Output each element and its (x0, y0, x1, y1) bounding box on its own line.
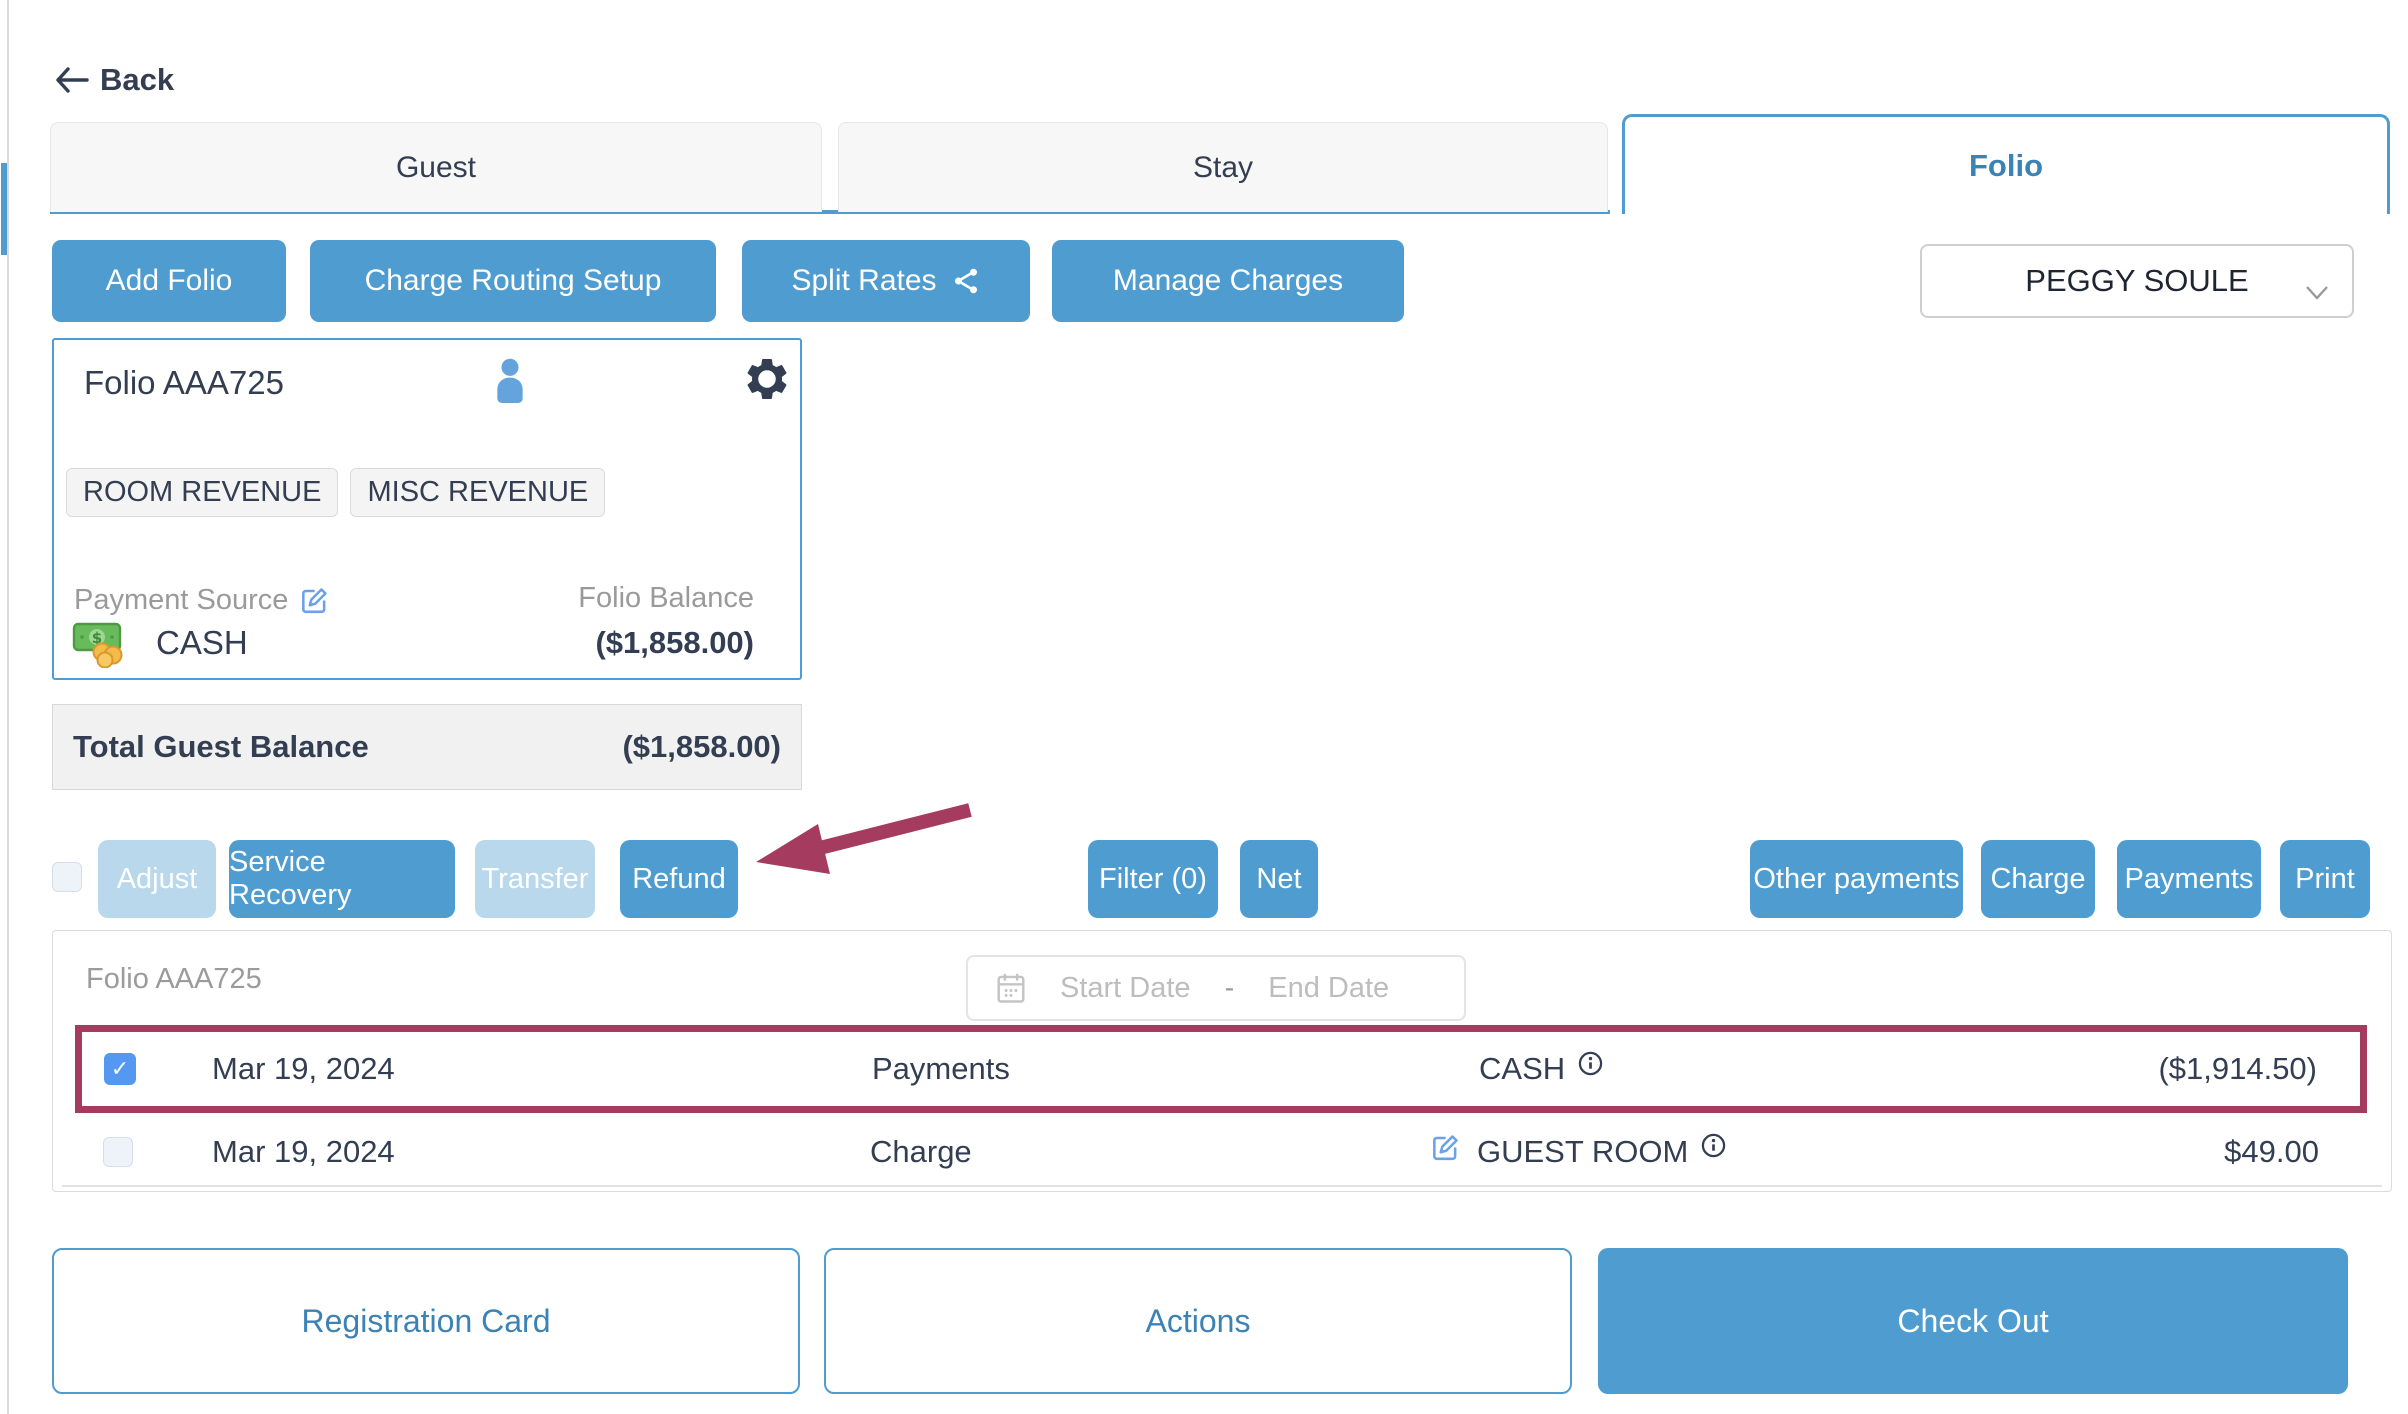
service-recovery-button[interactable]: Service Recovery (229, 840, 455, 918)
ledger-row-payment-highlighted[interactable]: Mar 19, 2024 Payments CASH ($1,914.50) (75, 1025, 2367, 1113)
print-button[interactable]: Print (2280, 840, 2370, 918)
payments-button[interactable]: Payments (2117, 840, 2261, 918)
folio-card: Folio AAA725 ROOM REVENUE MISC REVENUE P… (52, 338, 802, 680)
tab-stay-label: Stay (1192, 150, 1254, 184)
row-checkbox-unchecked[interactable] (103, 1136, 133, 1167)
row-type: Charge (870, 1133, 972, 1169)
filter-label: Filter (0) (1099, 862, 1207, 895)
payment-source-value: CASH (156, 624, 248, 661)
split-rates-label: Split Rates (791, 264, 937, 297)
annotation-arrow (742, 792, 982, 887)
charge-routing-label: Charge Routing Setup (364, 264, 662, 297)
manage-charges-button[interactable]: Manage Charges (1052, 240, 1404, 322)
refund-button[interactable]: Refund (620, 840, 738, 918)
folio-card-title: Folio AAA725 (84, 364, 284, 401)
row-amount: ($1,914.50) (2158, 1051, 2317, 1086)
folio-balance-value: ($1,858.00) (595, 625, 754, 660)
charge-label: Charge (1990, 862, 2086, 895)
other-payments-button[interactable]: Other payments (1750, 840, 1963, 918)
calendar-icon (996, 972, 1026, 1004)
ledger-folio-title: Folio AAA725 (86, 963, 262, 995)
actions-button[interactable]: Actions (824, 1248, 1572, 1394)
payments-label: Payments (2124, 862, 2254, 895)
check-out-button[interactable]: Check Out (1598, 1248, 2348, 1394)
registration-card-button[interactable]: Registration Card (52, 1248, 800, 1394)
charge-routing-setup-button[interactable]: Charge Routing Setup (310, 240, 716, 322)
payment-source-value-row: $ CASH (72, 618, 248, 668)
row-type: Payments (872, 1051, 1010, 1086)
back-arrow-icon (54, 64, 90, 96)
revenue-tags: ROOM REVENUE MISC REVENUE (66, 468, 606, 517)
row-date: Mar 19, 2024 (212, 1133, 395, 1169)
back-label: Back (100, 62, 175, 97)
tab-guest[interactable]: Guest (50, 122, 822, 212)
left-scrollbar-thumb[interactable] (1, 163, 7, 255)
registration-card-label: Registration Card (301, 1302, 551, 1339)
edit-icon[interactable] (298, 585, 330, 617)
add-folio-label: Add Folio (105, 264, 233, 297)
chevron-down-icon (2304, 274, 2330, 310)
cash-money-icon: $ (72, 618, 130, 668)
manage-charges-label: Manage Charges (1112, 264, 1344, 297)
check-out-label: Check Out (1897, 1302, 2049, 1339)
actions-label: Actions (1145, 1302, 1251, 1339)
transfer-label: Transfer (481, 862, 589, 895)
row-description: GUEST ROOM (1429, 1134, 1727, 1170)
svg-text:$: $ (92, 629, 102, 647)
filter-button[interactable]: Filter (0) (1088, 840, 1218, 918)
other-payments-label: Other payments (1753, 862, 1960, 895)
ledger-row-charge[interactable]: Mar 19, 2024 Charge GUEST ROOM $49.00 (62, 1118, 2382, 1187)
row-description-text: GUEST ROOM (1477, 1133, 1689, 1169)
total-guest-balance-value: ($1,858.00) (622, 729, 781, 764)
tag-room-revenue: ROOM REVENUE (66, 468, 339, 517)
guest-select-value: PEGGY SOULE (2025, 263, 2249, 298)
net-label: Net (1256, 862, 1302, 895)
row-amount: $49.00 (2224, 1133, 2319, 1169)
row-date: Mar 19, 2024 (212, 1051, 395, 1086)
folio-balance: Folio Balance ($1,858.00) (578, 582, 754, 661)
print-label: Print (2295, 862, 2355, 895)
start-date-placeholder[interactable]: Start Date (1060, 971, 1191, 1004)
tab-guest-label: Guest (395, 150, 477, 184)
select-all-checkbox[interactable] (52, 862, 82, 892)
tab-folio-label: Folio (1968, 147, 2044, 183)
date-range-filter[interactable]: Start Date - End Date (966, 955, 1466, 1021)
total-guest-balance-label: Total Guest Balance (73, 729, 369, 764)
add-folio-button[interactable]: Add Folio (52, 240, 286, 322)
folio-balance-label: Folio Balance (578, 582, 754, 614)
service-recovery-label: Service Recovery (229, 846, 352, 911)
payment-source-label-row: Payment Source (74, 584, 330, 617)
refund-label: Refund (632, 862, 726, 895)
net-button[interactable]: Net (1240, 840, 1318, 918)
tab-folio[interactable]: Folio (1622, 114, 2390, 214)
gear-icon[interactable] (742, 354, 792, 409)
charge-button[interactable]: Charge (1981, 840, 2095, 918)
back-button[interactable]: Back (54, 62, 174, 98)
row-description: CASH (1479, 1051, 1604, 1087)
transfer-button[interactable]: Transfer (475, 840, 595, 918)
info-icon[interactable] (1700, 1132, 1727, 1159)
row-description-text: CASH (1479, 1051, 1566, 1086)
adjust-label: Adjust (116, 862, 198, 895)
edit-icon[interactable] (1429, 1132, 1461, 1164)
date-separator: - (1224, 971, 1235, 1004)
row-checkbox-checked[interactable] (104, 1053, 136, 1085)
tab-strip-underline (50, 210, 1610, 214)
share-icon (951, 266, 981, 296)
split-rates-button[interactable]: Split Rates (742, 240, 1030, 322)
adjust-button[interactable]: Adjust (98, 840, 216, 918)
guest-select[interactable]: PEGGY SOULE (1920, 244, 2354, 318)
end-date-placeholder[interactable]: End Date (1268, 971, 1390, 1004)
tag-misc-revenue: MISC REVENUE (350, 468, 606, 517)
payment-source-label: Payment Source (74, 584, 289, 616)
total-guest-balance: Total Guest Balance ($1,858.00) (52, 704, 802, 790)
info-icon[interactable] (1577, 1050, 1604, 1077)
panel-left-border (7, 0, 9, 1414)
tab-stay[interactable]: Stay (838, 122, 1608, 212)
guest-person-icon[interactable] (491, 356, 529, 409)
